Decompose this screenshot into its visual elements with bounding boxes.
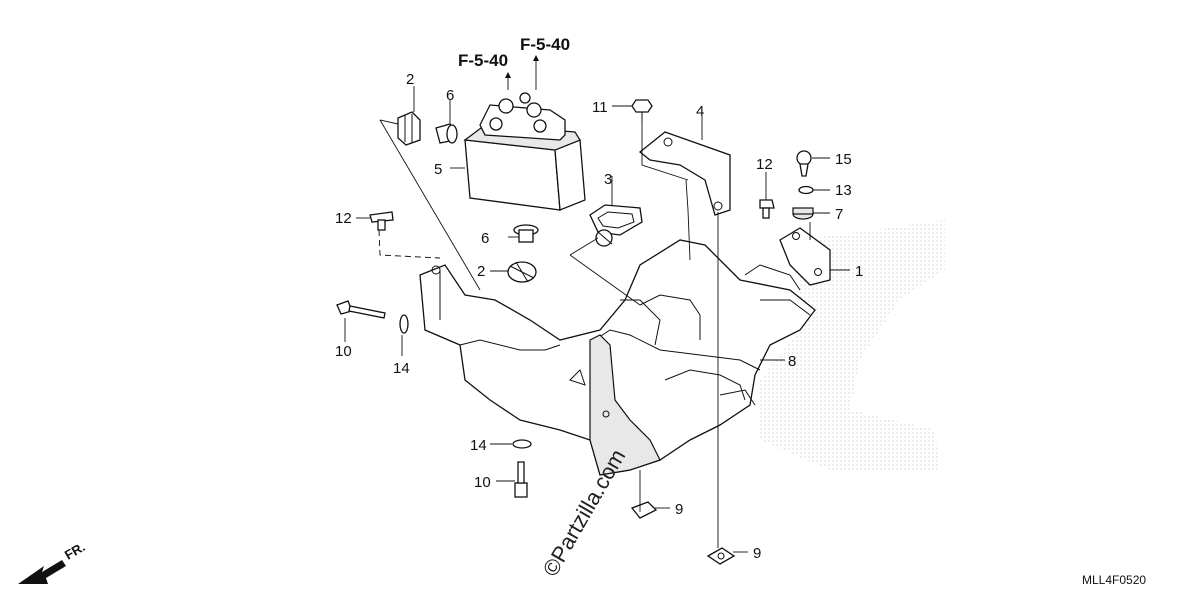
background-shading — [760, 220, 945, 470]
callout-5: 5 — [434, 161, 442, 178]
bolt-10-left — [336, 300, 386, 319]
bolt-12-right — [759, 199, 775, 219]
leader-lines — [344, 55, 850, 553]
callout-12-left: 12 — [335, 210, 352, 227]
band-3 — [589, 204, 643, 236]
callout-9-middle: 9 — [675, 501, 683, 518]
clip-3-attachment — [595, 229, 613, 247]
callout-2-lower: 2 — [477, 263, 485, 280]
callout-2-upper: 2 — [406, 71, 414, 88]
collar-6-upper — [435, 123, 458, 144]
callout-14-left: 14 — [393, 360, 410, 377]
callout-1: 1 — [855, 263, 863, 280]
diagram-code: MLL4F0520 — [1082, 573, 1146, 587]
collar-6-lower — [513, 224, 539, 243]
callout-3: 3 — [604, 171, 612, 188]
callout-15: 15 — [835, 151, 852, 168]
watermark: ©Partzilla.com — [538, 445, 631, 581]
callout-6-lower: 6 — [481, 230, 489, 247]
callout-10-lower: 10 — [474, 474, 491, 491]
callout-9-bottom: 9 — [753, 545, 761, 562]
under-cover-tray — [419, 239, 816, 476]
front-direction-arrow-icon — [18, 560, 66, 584]
bolt-12-left — [369, 211, 394, 231]
bracket-4 — [638, 131, 731, 216]
washer-14-left — [399, 314, 409, 334]
washer-14-lower — [512, 439, 532, 449]
callout-6-upper: 6 — [446, 87, 454, 104]
bolt-11 — [631, 99, 653, 122]
bracket-1 — [779, 227, 831, 286]
front-direction-label: FR. — [62, 539, 88, 562]
callout-12-right: 12 — [756, 156, 773, 173]
callout-10-left: 10 — [335, 343, 352, 360]
callout-7: 7 — [835, 206, 843, 223]
callout-8: 8 — [788, 353, 796, 370]
callout-11: 11 — [592, 99, 608, 116]
callout-4: 4 — [696, 103, 704, 120]
washer-13 — [798, 185, 814, 195]
callout-14-lower: 14 — [470, 437, 487, 454]
rubber-mount-2-lower — [507, 261, 537, 283]
grommet-7 — [792, 207, 814, 220]
nut-9-lower — [630, 501, 658, 519]
bolt-10-lower — [514, 461, 528, 498]
callout-13: 13 — [835, 182, 852, 199]
nut-9-bottom — [706, 547, 736, 565]
rubber-mount-2-upper — [397, 111, 421, 146]
clip-15 — [796, 150, 812, 177]
reference-f-5-40-left: F-5-40 — [458, 51, 508, 70]
reference-f-5-40-right: F-5-40 — [520, 35, 570, 54]
abs-modulator — [463, 92, 586, 211]
